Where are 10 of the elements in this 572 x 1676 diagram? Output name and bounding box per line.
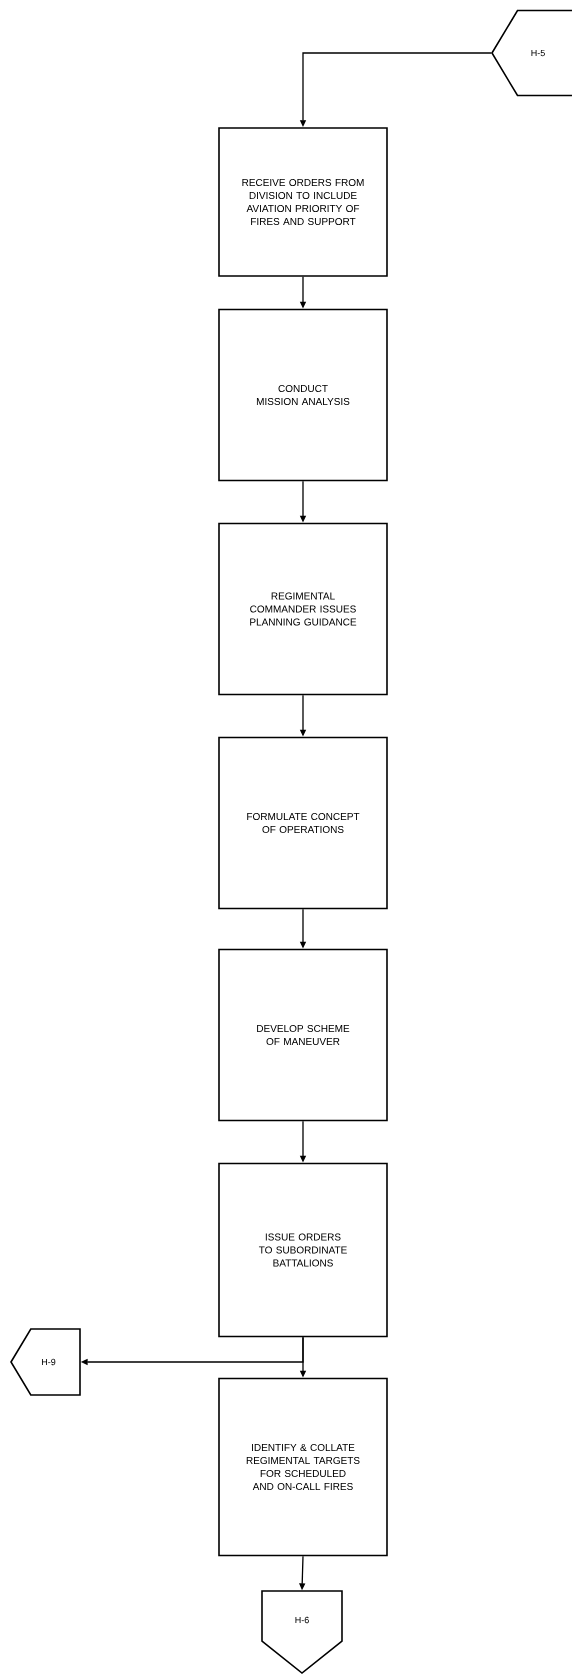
process-box: REGIMENTAL COMMANDER ISSUES PLANNING GUIDANCE xyxy=(218,522,388,696)
process-box: RECEIVE ORDERS FROM DIVISION TO INCLUDE AVIATION PRIORITY OF FIRES AND SUPPORT xyxy=(218,127,388,277)
process-box: CONDUCT MISSION ANALYSIS xyxy=(218,308,388,482)
off-page-connector: H-9 xyxy=(10,1328,81,1396)
off-page-connector: H-6 xyxy=(261,1590,343,1675)
process-box: IDENTIFY & COLLATE REGIMENTAL TARGETS FOR SCHEDULED AND ON-CALL FIRES xyxy=(218,1377,388,1557)
process-box: DEVELOP SCHEME OF MANEUVER xyxy=(218,948,388,1122)
process-box: FORMULATE CONCEPT OF OPERATIONS xyxy=(218,736,388,910)
process-box: ISSUE ORDERS TO SUBORDINATE BATTALIONS xyxy=(218,1162,388,1338)
off-page-connector: H-5 xyxy=(491,9,572,97)
